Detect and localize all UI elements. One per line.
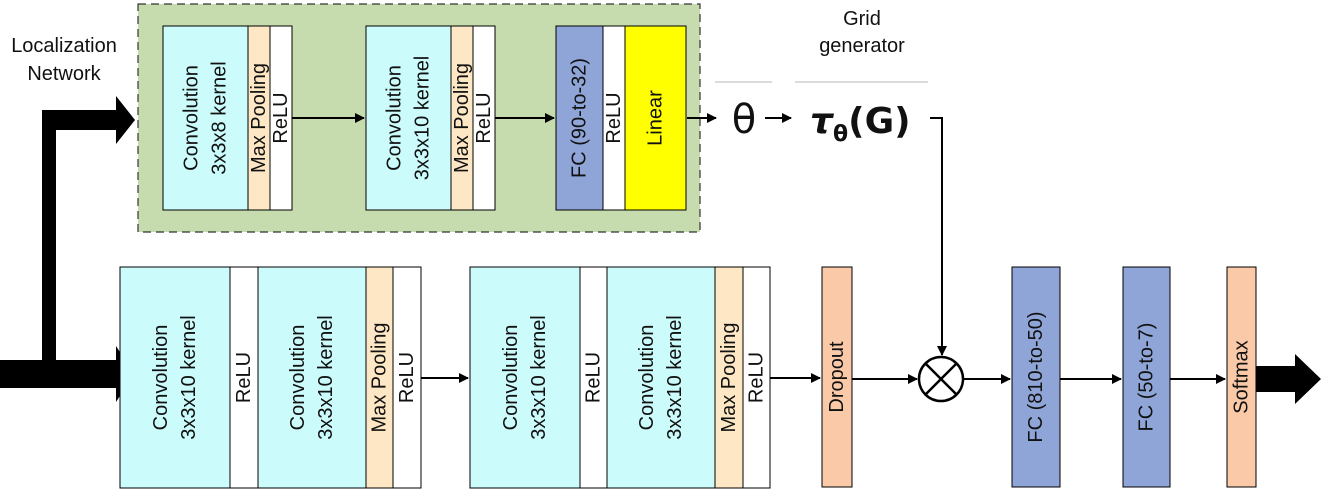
loc-relu-block-2-label: ReLU bbox=[270, 92, 292, 143]
loc-fc-block-6-box bbox=[555, 25, 604, 211]
transform-tau: τ bbox=[810, 101, 835, 142]
main-fc-block-12: FC (50-to-7) bbox=[1122, 266, 1171, 488]
main-conv-block-2-label: Convolution bbox=[287, 325, 309, 431]
main-relu-block-1: ReLU bbox=[229, 266, 259, 489]
main-pool-block-8: Max Pooling bbox=[714, 266, 744, 489]
transform-arg: (G) bbox=[848, 101, 910, 142]
loc-linear-block-8: Linear bbox=[624, 25, 687, 211]
loc-relu-block-7-label: ReLU bbox=[603, 92, 625, 143]
main-conv-block-2-box bbox=[257, 266, 367, 489]
main-conv-block-2: Convolution 3x3x10 kernel bbox=[257, 266, 367, 489]
main-softmax-block-13-label: Softmax bbox=[1231, 340, 1253, 413]
localization-input-arrow bbox=[42, 96, 135, 360]
loc-relu-block-2: ReLU bbox=[269, 25, 293, 211]
main-dropout-block-10: Dropout bbox=[821, 266, 853, 488]
loc-conv-block-0-label: 3x3x8 kernel bbox=[209, 61, 231, 174]
main-conv-block-0-label: 3x3x10 kernel bbox=[178, 315, 200, 440]
main-relu-block-1-box bbox=[229, 266, 259, 489]
loc-pool-block-1-label: Max Pooling bbox=[248, 63, 270, 173]
main-dropout-block-10-label: Dropout bbox=[826, 341, 848, 413]
main-fc-block-12-box bbox=[1122, 266, 1171, 488]
main-conv-block-7: Convolution 3x3x10 kernel bbox=[606, 266, 716, 489]
main-conv-block-5-label: 3x3x10 kernel bbox=[528, 315, 550, 440]
main-conv-block-0-box bbox=[119, 266, 231, 489]
main-conv-block-5-label: Convolution bbox=[500, 325, 522, 431]
theta-symbol: θ bbox=[732, 97, 756, 143]
loc-conv-block-3-label: Convolution bbox=[384, 65, 406, 171]
main-relu-block-4-box bbox=[392, 266, 422, 489]
main-fc-block-11-box bbox=[1011, 266, 1061, 488]
main-relu-block-9-label: ReLU bbox=[746, 352, 768, 403]
main-fc-block-11: FC (810-to-50) bbox=[1011, 266, 1061, 488]
loc-relu-block-7: ReLU bbox=[602, 25, 626, 211]
main-pool-block-8-label: Max Pooling bbox=[718, 322, 740, 432]
main-conv-block-0: Convolution 3x3x10 kernel bbox=[119, 266, 231, 489]
localization-label-line1: Localization bbox=[11, 35, 117, 57]
loc-conv-block-0-label: Convolution bbox=[181, 65, 203, 171]
transform-subscript: θ bbox=[833, 122, 848, 147]
main-pool-block-3-label: Max Pooling bbox=[369, 322, 391, 432]
main-conv-block-5: Convolution 3x3x10 kernel bbox=[469, 266, 581, 489]
main-relu-block-9-box bbox=[742, 266, 771, 489]
main-pool-block-3-box bbox=[365, 266, 394, 489]
main-conv-block-7-label: 3x3x10 kernel bbox=[664, 315, 686, 440]
input-trunk-arrow bbox=[0, 110, 135, 402]
loc-pool-block-4-label: Max Pooling bbox=[451, 63, 473, 173]
main-dropout-block-10-box bbox=[821, 266, 853, 488]
main-conv-block-5-box bbox=[469, 266, 581, 489]
main-softmax-block-13-box bbox=[1226, 266, 1257, 488]
main-softmax-block-13: Softmax bbox=[1226, 266, 1257, 488]
loc-relu-block-5: ReLU bbox=[472, 25, 496, 211]
loc-conv-block-3-box bbox=[365, 25, 452, 211]
main-relu-block-6-label: ReLU bbox=[583, 352, 605, 403]
loc-linear-block-8-label: Linear bbox=[645, 90, 667, 146]
connectors bbox=[292, 113, 1226, 384]
loc-conv-block-3-label: 3x3x10 kernel bbox=[412, 56, 434, 181]
arrow-transform-to-multiply bbox=[930, 117, 947, 356]
main-pool-block-3: Max Pooling bbox=[365, 266, 394, 489]
loc-conv-block-0: Convolution 3x3x8 kernel bbox=[162, 25, 249, 211]
main-relu-block-4-label: ReLU bbox=[396, 352, 418, 403]
main-conv-block-0-label: Convolution bbox=[150, 325, 172, 431]
loc-linear-block-8-box bbox=[624, 25, 687, 211]
main-fc-block-12-label: FC (50-to-7) bbox=[1136, 323, 1158, 432]
loc-pool-block-4: Max Pooling bbox=[450, 25, 474, 211]
main-relu-block-1-label: ReLU bbox=[233, 352, 255, 403]
grid-generator-label-line1: Grid bbox=[843, 8, 881, 30]
main-relu-block-9: ReLU bbox=[742, 266, 771, 489]
output-arrow bbox=[1256, 354, 1321, 404]
main-fc-block-11-label: FC (810-to-50) bbox=[1025, 311, 1047, 442]
main-relu-block-6: ReLU bbox=[579, 266, 608, 489]
main-blocks: Convolution 3x3x10 kernel ReLU Convolution 3… bbox=[119, 266, 1257, 489]
main-conv-block-7-label: Convolution bbox=[636, 325, 658, 431]
loc-fc-block-6-label: FC (90-to-32) bbox=[569, 58, 591, 178]
localization-label-line2: Network bbox=[27, 63, 101, 85]
grid-generator-label-line2: generator bbox=[819, 35, 905, 57]
loc-fc-block-6: FC (90-to-32) bbox=[555, 25, 604, 211]
main-conv-block-2-label: 3x3x10 kernel bbox=[315, 315, 337, 440]
main-relu-block-4: ReLU bbox=[392, 266, 422, 489]
main-conv-block-7-box bbox=[606, 266, 716, 489]
loc-pool-block-1: Max Pooling bbox=[247, 25, 271, 211]
loc-relu-block-5-label: ReLU bbox=[473, 92, 495, 143]
loc-conv-block-0-box bbox=[162, 25, 249, 211]
multiply-operator bbox=[917, 355, 965, 403]
loc-conv-block-3: Convolution 3x3x10 kernel bbox=[365, 25, 452, 211]
main-pool-block-8-box bbox=[714, 266, 744, 489]
main-relu-block-6-box bbox=[579, 266, 608, 489]
transform-label: τθ(G) bbox=[810, 101, 911, 147]
